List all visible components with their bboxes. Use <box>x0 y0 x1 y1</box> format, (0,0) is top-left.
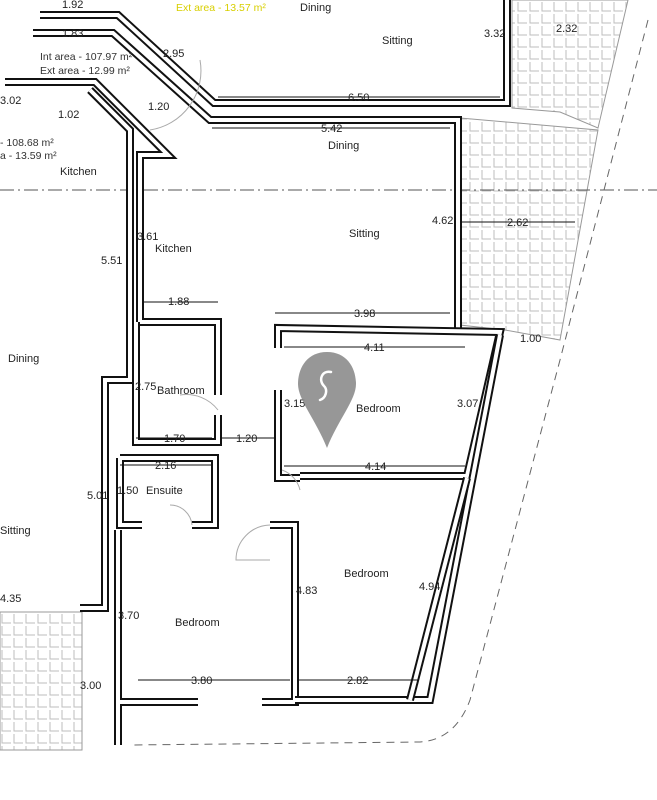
dim-label: 3.02 <box>0 95 21 107</box>
dim-label: 2.75 <box>135 381 156 393</box>
dim-label: 1.88 <box>168 296 189 308</box>
terrace-bottom-left <box>0 611 83 751</box>
room-dining-top: Dining <box>300 2 331 14</box>
dim-label: 2.95 <box>163 48 184 60</box>
dim-label: 4.94 <box>419 581 440 593</box>
ext-area: Ext area - 12.99 m² <box>40 65 130 77</box>
room-sitting-left: Sitting <box>0 525 31 537</box>
room-bedroom-1: Bedroom <box>356 403 401 415</box>
boundary-line <box>129 19 649 746</box>
dim-label: 3.70 <box>118 610 139 622</box>
terrace-top-right <box>511 0 629 129</box>
room-bathroom: Bathroom <box>157 385 205 397</box>
dim-label: 1.20 <box>236 433 257 445</box>
walls <box>5 0 511 745</box>
room-bedroom-2: Bedroom <box>344 568 389 580</box>
dim-label: 3.15 <box>284 398 305 410</box>
room-dining-left: Dining <box>8 353 39 365</box>
dim-label: 5.01 <box>87 490 108 502</box>
dim-label: 4.83 <box>296 585 317 597</box>
room-dining: Dining <box>328 140 359 152</box>
dim-label: 3.98 <box>354 308 375 320</box>
dim-label: 4.11 <box>364 342 385 354</box>
dim-label: 1.00 <box>520 333 541 345</box>
dim-label: 4.35 <box>0 593 21 605</box>
room-sitting-top: Sitting <box>382 35 413 47</box>
door-swings <box>149 59 301 561</box>
dim-label: 3.00 <box>80 680 101 692</box>
dim-label: 4.62 <box>432 215 453 227</box>
dim-label: 2.32 <box>556 23 577 35</box>
dim-label: 3.07 <box>457 398 478 410</box>
map-pin-icon[interactable] <box>298 352 356 448</box>
int-area-left: - 108.68 m² <box>0 137 54 149</box>
dim-label: 5.51 <box>101 255 122 267</box>
dim-label: 1.83 <box>62 28 83 40</box>
dim-label: 2.62 <box>507 217 528 229</box>
room-kitchen-left: Kitchen <box>60 166 97 178</box>
dim-label: 3.32 <box>484 28 505 40</box>
room-ensuite: Ensuite <box>146 485 183 497</box>
dim-label: 5.42 <box>321 123 342 135</box>
int-area: Int area - 107.97 m² <box>40 51 133 63</box>
room-kitchen: Kitchen <box>155 243 192 255</box>
dim-label: 1.50 <box>117 485 138 497</box>
dim-label: 1.92 <box>62 0 83 11</box>
dimension-lines <box>120 96 575 681</box>
dim-label: 3.61 <box>137 231 158 243</box>
terrace-right <box>459 117 599 341</box>
room-bedroom-3: Bedroom <box>175 617 220 629</box>
dim-label: 4.14 <box>365 461 386 473</box>
dim-label: 1.02 <box>58 109 79 121</box>
dim-label: 6.50 <box>348 92 369 104</box>
dimension-labels: 1.92 1.83 2.95 3.02 1.02 1.20 3.32 2.32 … <box>0 0 577 692</box>
room-sitting: Sitting <box>349 228 380 240</box>
dim-label: 1.20 <box>148 101 169 113</box>
ext-area-top: Ext area - 13.57 m² <box>176 2 266 14</box>
ext-area-left: a - 13.59 m² <box>0 150 57 162</box>
dim-label: 3.80 <box>191 675 212 687</box>
dim-label: 2.16 <box>155 460 176 472</box>
dim-label: 1.70 <box>164 433 185 445</box>
dim-label: 2.82 <box>347 675 368 687</box>
